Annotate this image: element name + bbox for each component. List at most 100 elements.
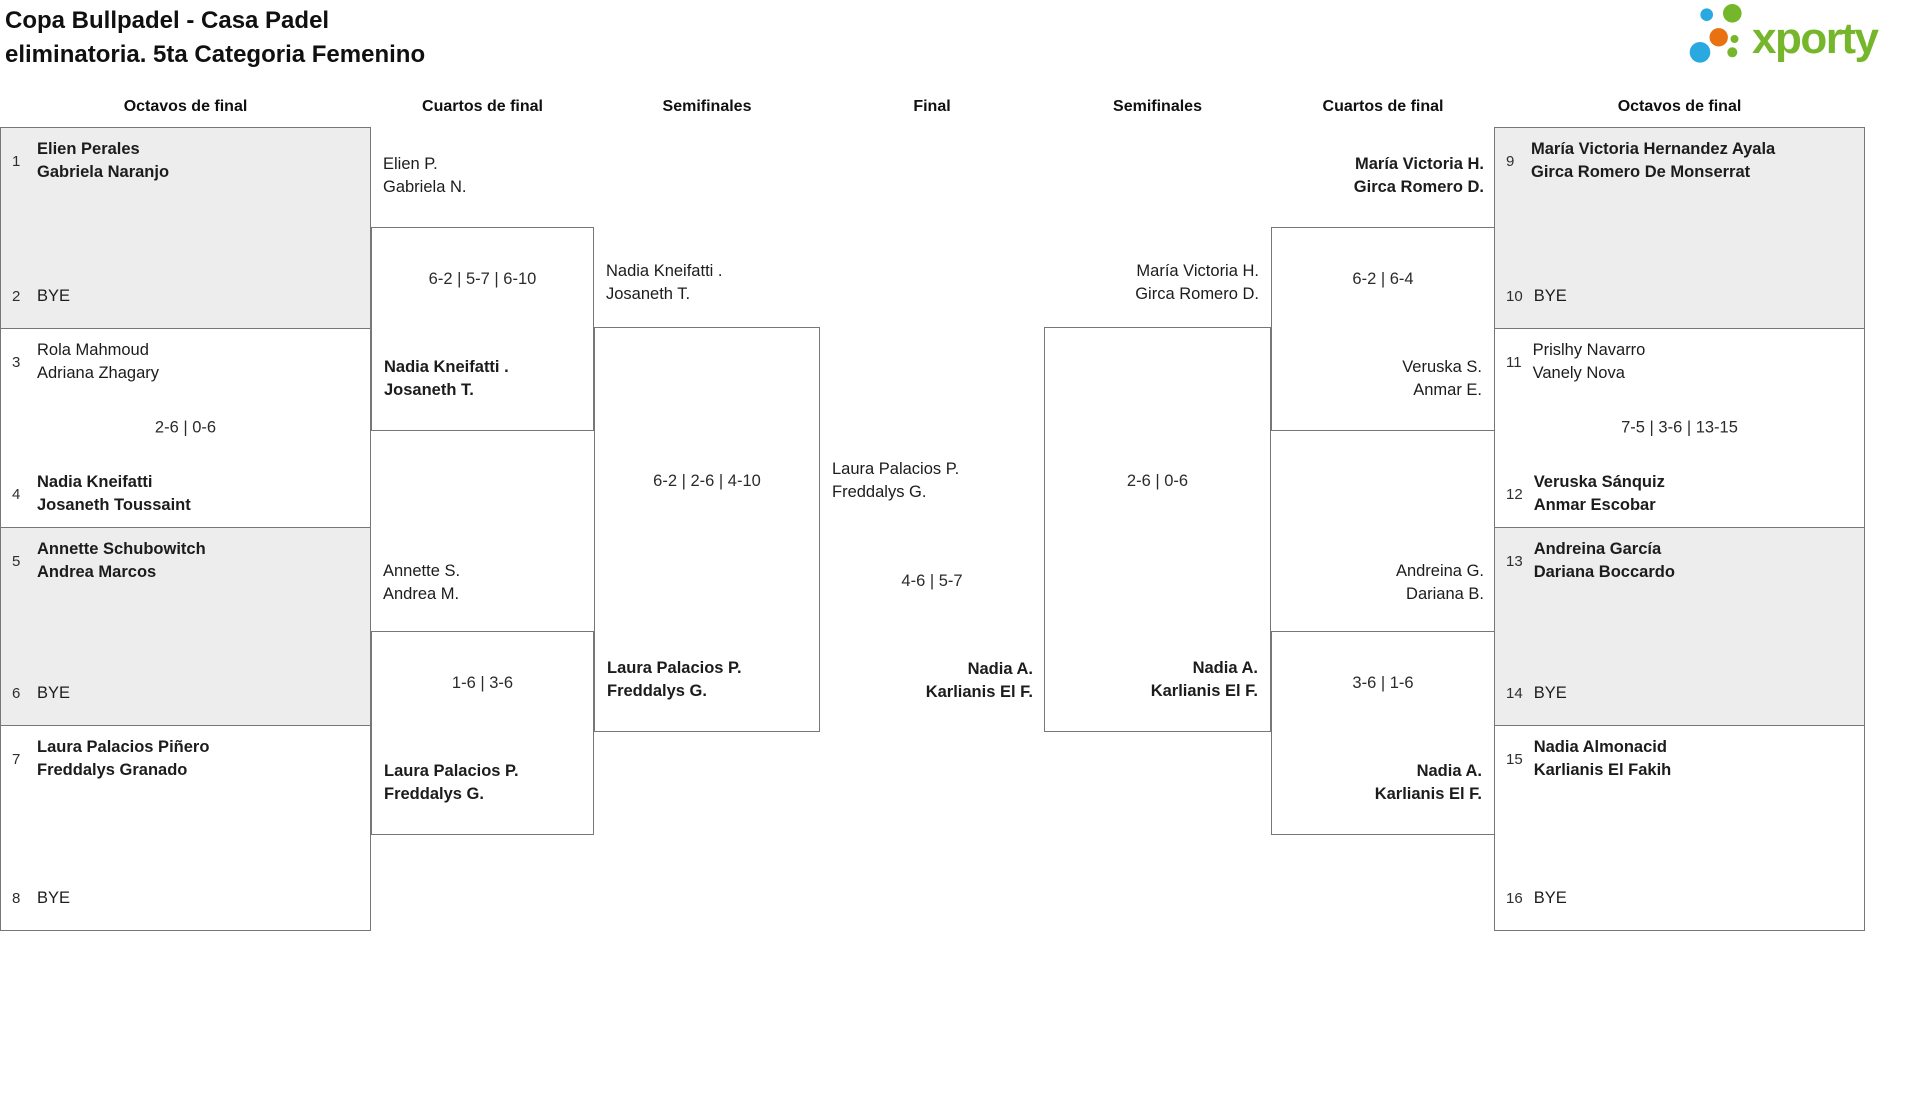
seed-number: 6 <box>12 685 21 702</box>
team-seed-2: 2 BYE <box>12 285 362 308</box>
winner-label-semi-left: Laura Palacios P. Freddalys G. <box>607 657 742 703</box>
team-seed-6: 6 BYE <box>12 682 362 705</box>
round-header-cuartos-left: Cuartos de final <box>422 98 543 115</box>
player-name: Dariana Boccardo <box>1533 563 1675 581</box>
advancer-label-q1-top: Elien P. Gabriela N. <box>383 153 466 199</box>
advancer-label-q3-top: María Victoria H. Girca Romero D. <box>1271 153 1484 199</box>
player-name: Elien Perales <box>37 140 140 158</box>
match-score: 7-5 | 3-6 | 13-15 <box>1621 418 1738 437</box>
player-name: Andreina G. <box>1395 562 1484 580</box>
xporty-logo[interactable]: xporty <box>1688 4 1916 72</box>
match-score: 2-6 | 0-6 <box>154 418 217 437</box>
player-name: Karlianis El F. <box>1374 785 1482 803</box>
seed-number: 12 <box>1506 485 1523 503</box>
player-name: Rola Mahmoud <box>37 341 149 359</box>
seed-number: 1 <box>12 152 21 170</box>
player-name: Nadia Kneifatti . <box>384 358 509 376</box>
seed-number: 13 <box>1506 552 1523 570</box>
page-title: Copa Bullpadel - Casa Padel eliminatoria… <box>5 4 425 72</box>
player-name: Karlianis El F. <box>925 683 1033 701</box>
semifinal-box-left: 6-2 | 2-6 | 4-10 Laura Palacios P. Fredd… <box>594 327 820 732</box>
player-name: Gabriela N. <box>383 178 467 196</box>
player-name: Annette S. <box>383 562 461 580</box>
bye-label: BYE <box>1533 889 1567 907</box>
title-line2: eliminatoria. 5ta Categoria Femenino <box>5 41 426 68</box>
player-name: Gabriela Naranjo <box>37 163 170 181</box>
player-name: Freddalys Granado <box>37 761 188 779</box>
logo-dot-blue-big <box>1689 42 1711 63</box>
semifinal-box-right: 2-6 | 0-6 Nadia A. Karlianis El F. <box>1044 327 1271 732</box>
player-name: Laura Palacios Piñero <box>37 738 210 756</box>
bye-label: BYE <box>1533 287 1567 305</box>
winner-label-semi-right: Nadia A. Karlianis El F. <box>1151 657 1258 703</box>
advancer-label-semi-left-top: Nadia Kneifatti . Josaneth T. <box>606 260 722 306</box>
player-name: Nadia Almonacid <box>1533 738 1667 756</box>
winner-label-q2: Laura Palacios P. Freddalys G. <box>384 760 519 806</box>
bye-label: BYE <box>37 287 71 305</box>
player-name: Laura Palacios P. <box>607 659 742 677</box>
player-name: Anmar Escobar <box>1533 496 1656 514</box>
player-name: Andreina García <box>1533 540 1662 558</box>
advancer-label-q2-top: Annette S. Andrea M. <box>383 560 460 606</box>
winner-label-q4: Nadia A. Karlianis El F. <box>1375 760 1482 806</box>
seed-number: 14 <box>1506 685 1523 702</box>
player-name: Veruska S. <box>1402 358 1482 376</box>
match-score: 3-6 | 1-6 <box>1352 674 1414 692</box>
logo-dot-green-small1 <box>1730 35 1739 43</box>
player-name: Josaneth T. <box>606 285 691 303</box>
player-name: Adriana Zhagary <box>37 364 159 382</box>
advancer-label-semi-right-top: María Victoria H. Girca Romero D. <box>1044 260 1259 306</box>
bye-label: BYE <box>37 684 71 702</box>
player-name: Nadia A. <box>1192 659 1258 677</box>
player-name: Annette Schubowitch <box>37 540 206 558</box>
player-name: Freddalys G. <box>832 483 927 501</box>
player-name: Nadia A. <box>1416 762 1482 780</box>
seed-number: 10 <box>1506 288 1523 305</box>
seed-number: 7 <box>12 750 21 768</box>
final-score: 4-6 | 5-7 <box>901 572 963 590</box>
team-seed-8: 8 BYE <box>12 887 362 910</box>
seed-number: 16 <box>1506 890 1523 907</box>
winner-label-q1: Nadia Kneifatti . Josaneth T. <box>384 356 509 402</box>
player-name: Josaneth Toussaint <box>37 496 191 514</box>
seed-number: 3 <box>12 353 21 371</box>
bye-label: BYE <box>37 889 71 907</box>
player-name: María Victoria Hernandez Ayala <box>1531 140 1776 158</box>
player-name: Laura Palacios P. <box>384 762 519 780</box>
player-name: Karlianis El Fakih <box>1533 761 1672 779</box>
round-header-semis-right: Semifinales <box>1113 98 1202 115</box>
seed-number: 8 <box>12 890 21 907</box>
quarterfinal-box-left-1: 6-2 | 5-7 | 6-10 Nadia Kneifatti . Josan… <box>371 227 594 431</box>
seed-number: 11 <box>1506 353 1522 371</box>
bye-label: BYE <box>1533 684 1567 702</box>
logo-dot-orange <box>1709 28 1728 47</box>
match-score: 6-2 | 2-6 | 4-10 <box>653 472 761 490</box>
player-name: Josaneth T. <box>384 381 474 399</box>
advancer-label-q4-top: Andreina G. Dariana B. <box>1271 560 1484 606</box>
team-seed-14: 14 BYE <box>1506 682 1856 705</box>
round-header-octavos-right: Octavos de final <box>1617 98 1742 115</box>
seed-number: 5 <box>12 552 21 570</box>
quarterfinal-box-left-2: 1-6 | 3-6 Laura Palacios P. Freddalys G. <box>371 631 594 835</box>
champion-label: Nadia A. Karlianis El F. <box>820 658 1033 704</box>
player-name: Elien P. <box>383 155 438 173</box>
quarterfinal-box-right-1: 6-2 | 6-4 Veruska S. Anmar E. <box>1271 227 1495 431</box>
player-name: Girca Romero D. <box>1135 285 1259 303</box>
player-name: María Victoria H. <box>1355 155 1484 173</box>
player-name: Veruska Sánquiz <box>1533 473 1665 491</box>
match-score: 6-2 | 5-7 | 6-10 <box>428 270 537 288</box>
